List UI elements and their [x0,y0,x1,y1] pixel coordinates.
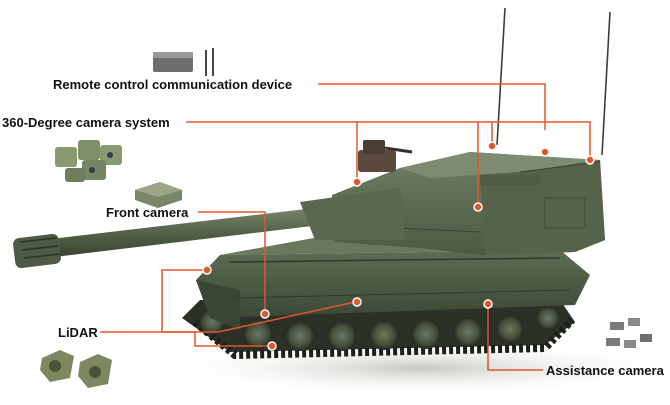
idler-wheel [536,306,560,330]
sensor-markers [202,141,595,351]
sensor-marker [483,299,493,309]
muzzle-brake [13,233,61,269]
label-360-camera: 360-Degree camera system [2,115,170,130]
sensor-marker [352,297,362,307]
assistance-camera-icon [606,318,652,348]
leader-lines [100,83,591,371]
road-wheel [243,319,273,349]
sensor-marker [267,341,277,351]
lidar-icon [40,350,112,388]
camera-module-icon [55,140,122,182]
remote-device-icon [153,48,214,76]
sensor-marker [487,141,497,151]
antenna-left [496,7,506,146]
label-assistance-camera: Assistance camera [546,363,664,378]
road-wheel [411,319,441,349]
sensor-marker [540,147,550,157]
main-gun [13,188,405,269]
label-front-camera: Front camera [106,205,189,220]
ground-shadow [150,340,670,396]
sensor-marker [473,202,483,212]
road-wheel [285,321,315,351]
sensor-marker [260,309,270,319]
sensor-marker [352,177,362,187]
label-remote-control: Remote control communication device [53,77,293,92]
front-camera-icon [135,182,182,208]
sensor-marker [585,155,595,165]
road-wheel [327,321,357,351]
sensor-marker [202,265,212,275]
road-wheel [496,315,524,343]
label-lidar: LiDAR [58,325,98,340]
antenna-right [601,11,611,156]
road-wheel [369,320,399,350]
road-wheel [453,317,483,347]
